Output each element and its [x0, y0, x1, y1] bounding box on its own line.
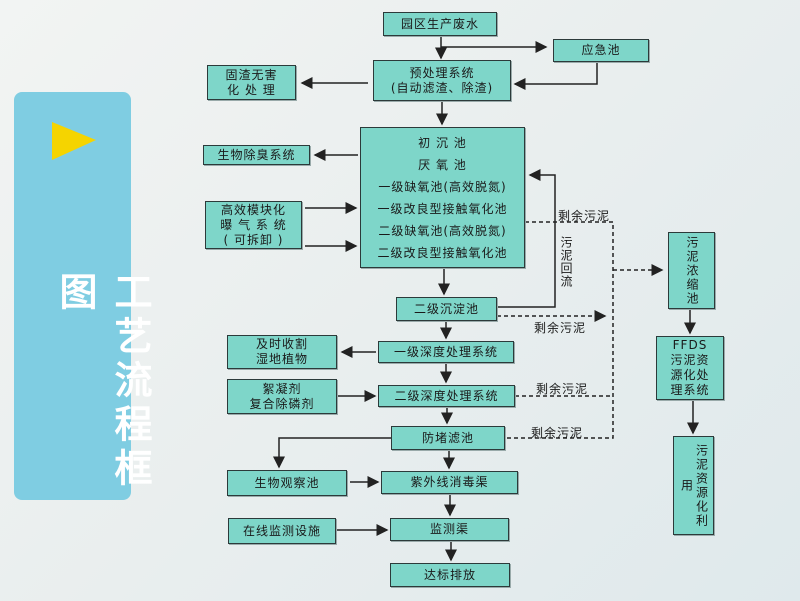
tank-line: 一级改良型接触氧化池	[377, 201, 508, 216]
node-deep2: 二级深度处理系统	[378, 385, 515, 407]
label-sludge-return: 污泥回流	[559, 236, 573, 288]
node-flocculant: 絮凝剂 复合除磷剂	[227, 379, 337, 414]
label-excess-sludge: 剩余污泥	[531, 426, 584, 440]
solid-line: 固渣无害	[225, 67, 278, 82]
tank-line: 一级缺氧池(高效脱氮)	[378, 179, 507, 194]
floc-line: 絮凝剂	[262, 381, 302, 396]
floc-line: 复合除磷剂	[249, 396, 315, 411]
triangle-icon	[52, 122, 96, 160]
node-discharge: 达标排放	[390, 563, 510, 587]
tank-line: 二级缺氧池(高效脱氮)	[378, 223, 507, 238]
solid-line: 化 处 理	[227, 82, 276, 97]
pretreat-line: (自动滤渣、除渣)	[390, 80, 494, 95]
harvest-line: 及时收割	[255, 337, 308, 351]
node-solid-waste: 固渣无害 化 处 理	[207, 65, 296, 100]
node-uv: 紫外线消毒渠	[381, 471, 518, 494]
harvest-line: 湿地植物	[255, 352, 308, 366]
node-monitor-channel: 监测渠	[390, 518, 509, 541]
panel-title: 工艺流程框图	[53, 272, 152, 492]
node-deodor: 生物除臭系统	[203, 145, 310, 165]
aeration-line: 曝 气 系 统	[220, 217, 287, 232]
node-secondary-settle: 二级沉淀池	[396, 297, 497, 321]
node-bio-observe: 生物观察池	[227, 470, 347, 496]
pretreat-line: 预处理系统	[409, 65, 475, 80]
label-excess-sludge: 剩余污泥	[558, 209, 611, 223]
node-source: 园区生产废水	[383, 12, 497, 36]
node-filter: 防堵滤池	[391, 426, 505, 450]
aeration-line: 高效模块化	[220, 202, 286, 217]
label-excess-sludge: 剩余污泥	[534, 321, 587, 335]
node-main-tanks: 初 沉 池 厌 氧 池 一级缺氧池(高效脱氮) 一级改良型接触氧化池 二级缺氧池…	[360, 127, 525, 268]
node-sludge-reuse: 污泥资源化利用	[673, 436, 714, 535]
node-ffds: FFDS 污泥资 源化处 理系统	[656, 336, 724, 400]
node-pretreatment: 预处理系统 (自动滤渣、除渣)	[373, 60, 511, 101]
node-aeration: 高效模块化 曝 气 系 统 ( 可拆卸 )	[205, 201, 302, 249]
tank-line: 厌 氧 池	[418, 157, 467, 172]
node-sludge-thicken: 污泥浓缩池	[668, 232, 715, 309]
ffds-line: 污泥资	[670, 353, 710, 367]
aeration-line: ( 可拆卸 )	[223, 232, 284, 247]
title-panel: 工艺流程框图	[14, 92, 152, 500]
ffds-line: 理系统	[670, 383, 710, 397]
label-excess-sludge: 剩余污泥	[536, 382, 589, 396]
node-online-monitor: 在线监测设施	[228, 518, 336, 544]
tank-line: 二级改良型接触氧化池	[377, 245, 508, 260]
node-harvest: 及时收割 湿地植物	[227, 335, 337, 369]
node-deep1: 一级深度处理系统	[378, 341, 514, 363]
ffds-line: FFDS	[672, 338, 708, 352]
tank-line: 初 沉 池	[418, 135, 467, 150]
ffds-line: 源化处	[670, 368, 710, 382]
node-emergency-pool: 应急池	[553, 39, 649, 62]
